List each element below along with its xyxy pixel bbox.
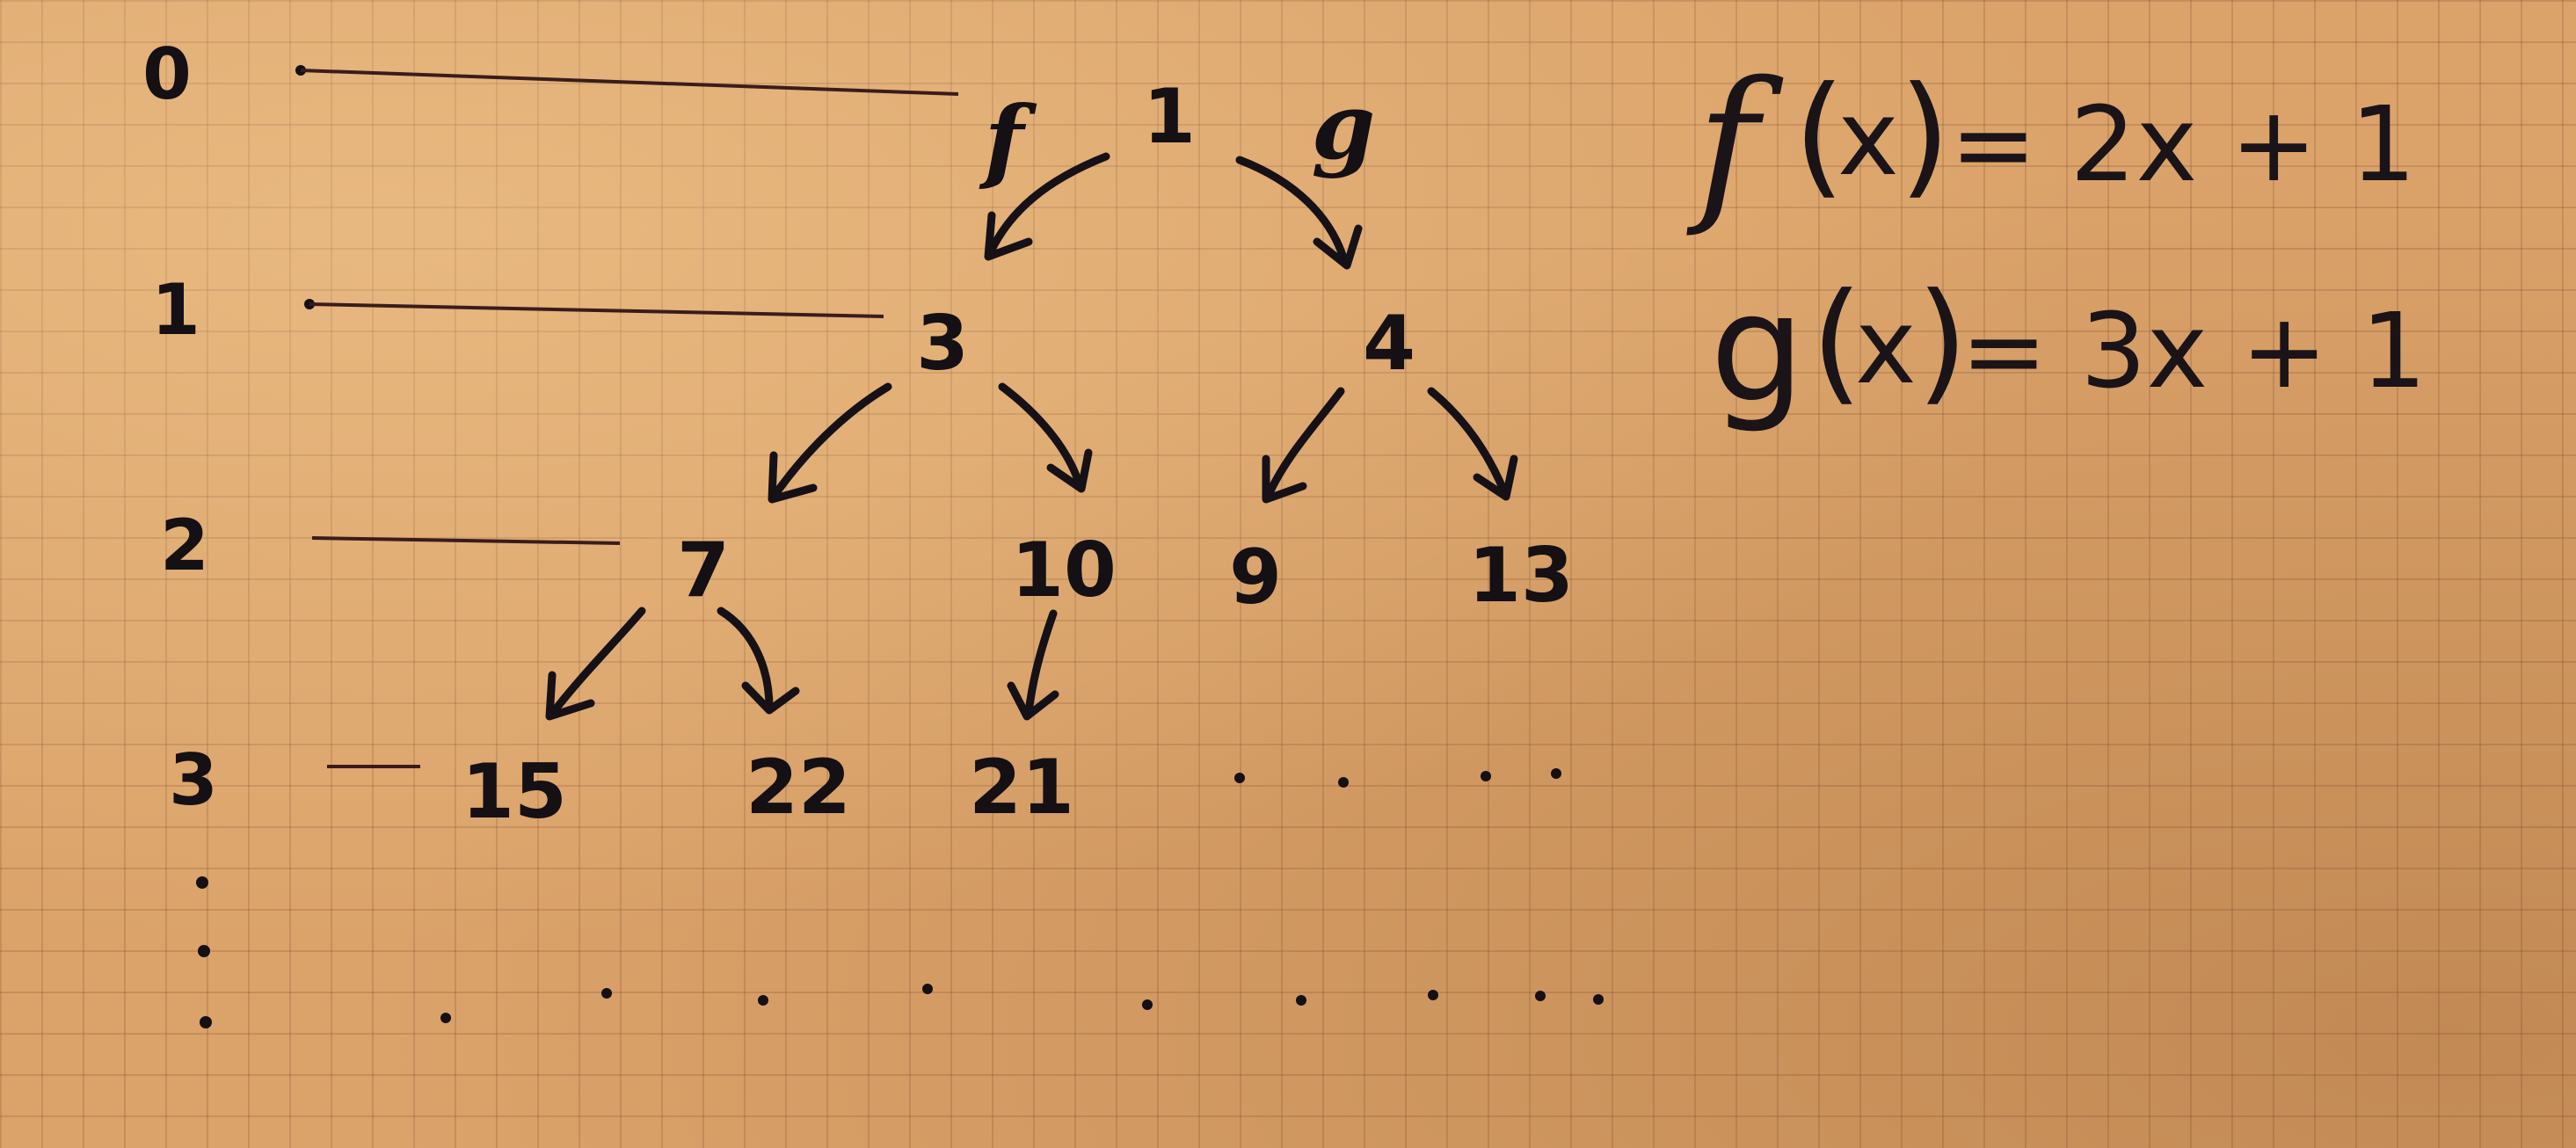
level-label-2: 2 — [160, 505, 209, 586]
function-g-arg: x — [1855, 286, 1917, 407]
arrow-head — [1473, 454, 1518, 501]
arrow-4-to-9 — [1263, 387, 1345, 501]
node-l1-left: 3 — [916, 300, 969, 388]
ellipsis-dot — [1551, 768, 1561, 779]
ellipsis-dot — [758, 995, 768, 1006]
arrow-head — [741, 681, 800, 715]
arrow-4-to-13 — [1427, 387, 1510, 498]
function-f-definition: f ( x ) = 2x + 1 — [1686, 46, 2416, 240]
level-label-1: 1 — [151, 269, 200, 351]
node-l2-a: 7 — [677, 527, 730, 614]
function-g-close-paren: ) — [1917, 265, 1968, 418]
arrow-head — [1007, 681, 1059, 721]
node-l2-c: 9 — [1229, 534, 1282, 621]
arrow-3-to-10 — [998, 382, 1084, 490]
node-l3-b: 22 — [746, 744, 851, 832]
continuation-dot — [200, 1016, 212, 1028]
function-f-rhs: = 2x + 1 — [1950, 84, 2416, 205]
ellipsis-dot — [1338, 777, 1349, 788]
arrow-g — [1235, 156, 1350, 268]
ellipsis-dot — [1593, 994, 1604, 1005]
continuation-dot — [198, 945, 210, 957]
arrow-10-to-21 — [1024, 609, 1058, 716]
function-f-arg: x — [1837, 77, 1899, 199]
function-g-open-paren: ( — [1811, 265, 1863, 418]
function-f-name: f — [1686, 46, 1784, 240]
ellipsis-dot — [922, 984, 933, 994]
arrow-head — [1313, 224, 1363, 270]
arrow-f — [985, 152, 1110, 259]
node-l2-d: 13 — [1468, 532, 1574, 620]
level-label-0: 0 — [142, 33, 192, 115]
function-f-close-paren: ) — [1899, 59, 1951, 212]
arrow-3-to-7 — [769, 382, 892, 501]
ellipsis-dot — [440, 1013, 451, 1023]
level-line-0 — [300, 69, 959, 96]
arrow-head — [545, 671, 595, 721]
ellipsis-dot — [1234, 773, 1245, 783]
function-g-name: g — [1710, 262, 1805, 436]
level-label-3: 3 — [169, 739, 218, 821]
ellipsis-dot — [1428, 990, 1438, 1000]
arrow-head — [768, 451, 818, 504]
ellipsis-dot — [601, 988, 612, 999]
level-line-1 — [309, 302, 884, 318]
continuation-dot — [196, 876, 208, 889]
function-f-open-paren: ( — [1794, 59, 1845, 212]
edge-label-g: g — [1312, 72, 1376, 180]
node-l1-right: 4 — [1363, 300, 1415, 388]
function-g-rhs: = 3x + 1 — [1961, 290, 2427, 411]
arrow-head — [1046, 448, 1093, 493]
ellipsis-dot — [1535, 991, 1546, 1001]
edge-label-f: f — [979, 85, 1037, 193]
node-l3-c: 21 — [969, 744, 1074, 832]
arrow-7-to-15 — [548, 607, 646, 718]
function-g-definition: g ( x ) = 3x + 1 — [1710, 262, 2427, 436]
arrow-7-to-22 — [717, 607, 774, 712]
node-root: 1 — [1143, 73, 1196, 161]
ellipsis-dot — [1296, 995, 1306, 1006]
arrow-head — [1262, 454, 1307, 504]
ellipsis-dot — [1481, 771, 1491, 781]
level-line-2 — [311, 536, 621, 545]
node-l3-a: 15 — [462, 748, 567, 836]
ellipsis-dot — [1142, 999, 1153, 1010]
arrow-head — [984, 211, 1033, 261]
node-l2-b: 10 — [1011, 527, 1117, 614]
